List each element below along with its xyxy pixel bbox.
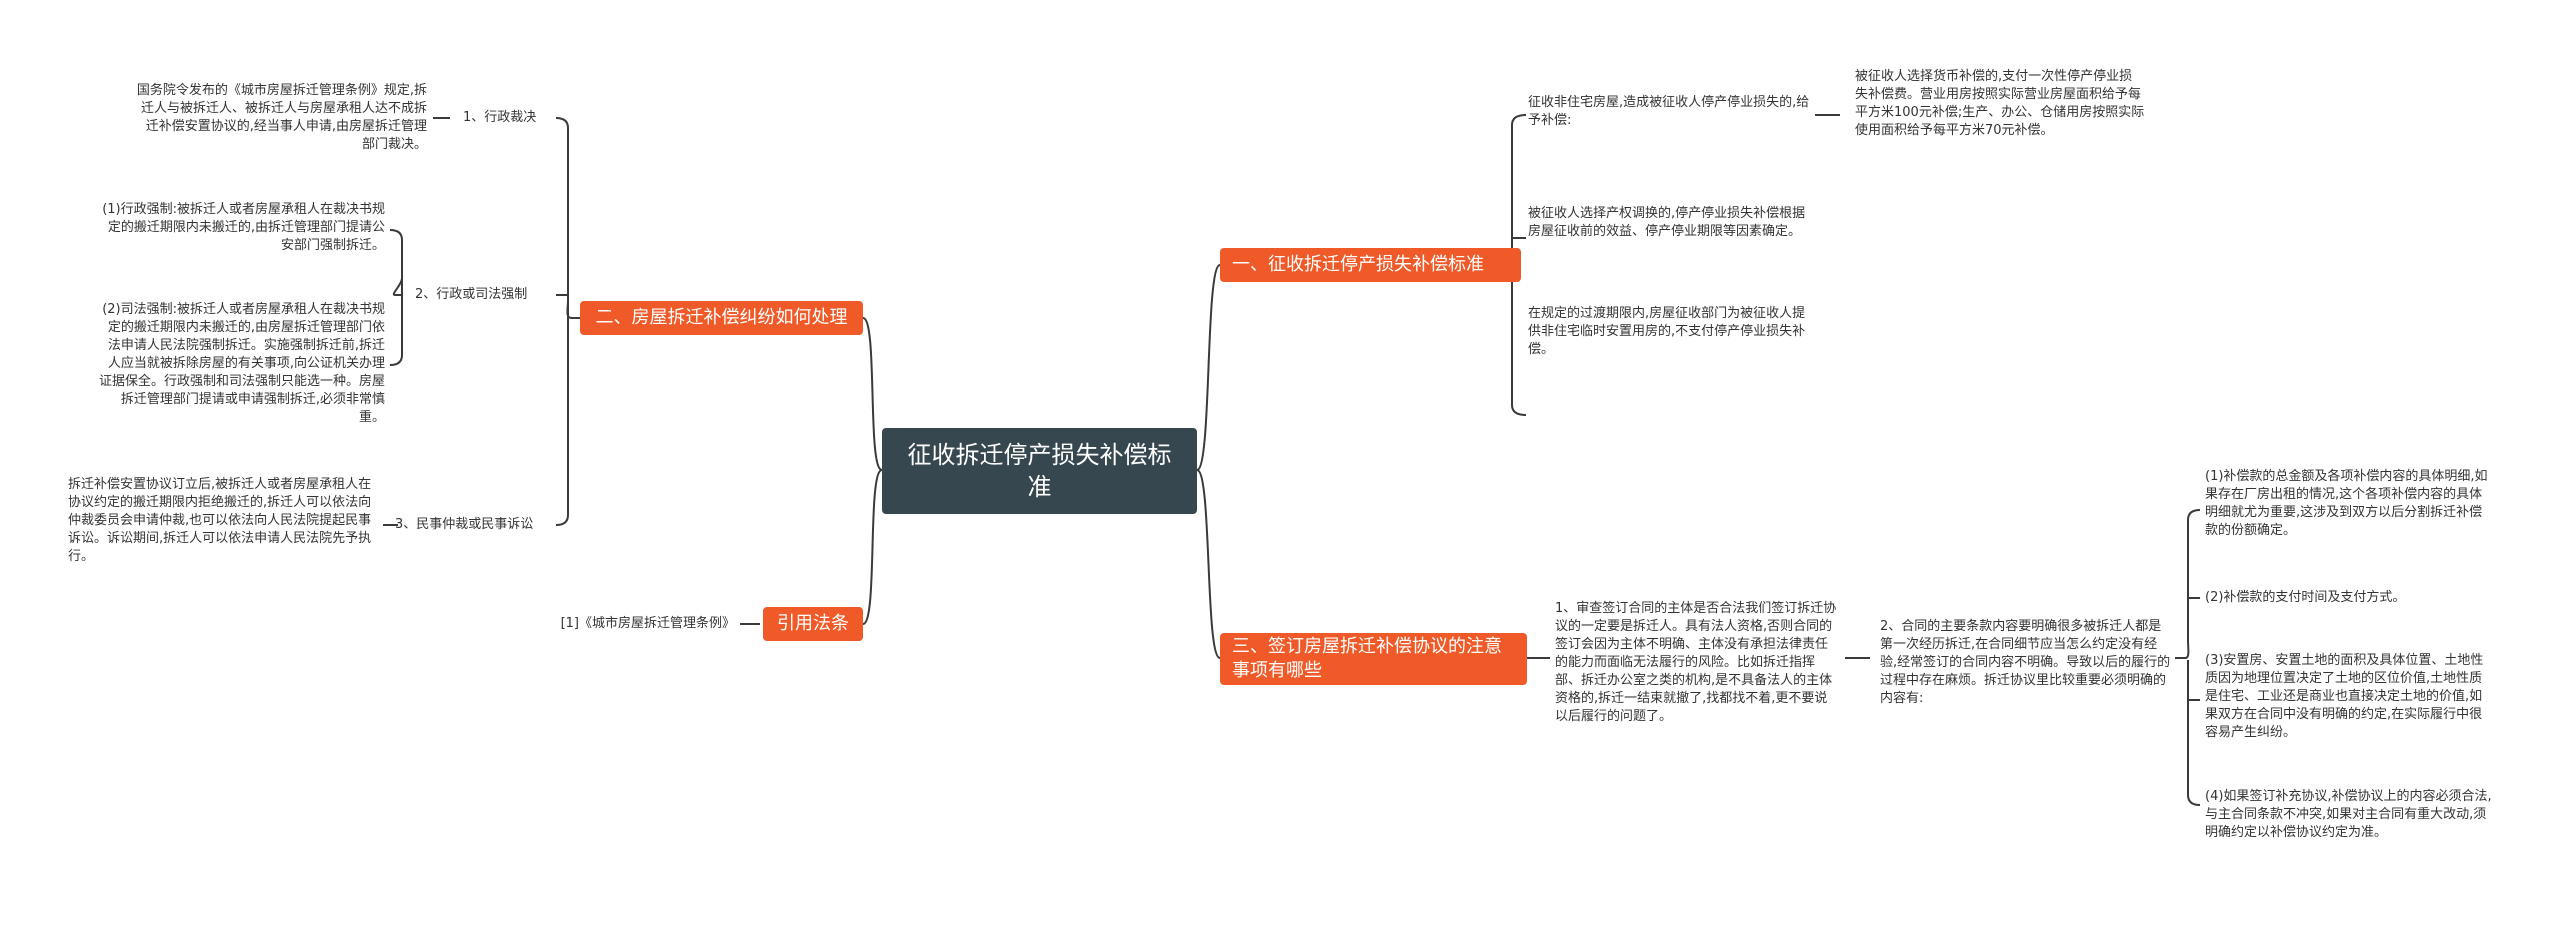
branch2-item-administrative-ruling: 1、行政裁决: [463, 110, 537, 125]
branch1-item-1-detail: 被征收人选择货币补偿的,支付一次性停产停业损失补偿费。营业用房按照实际营业房屋面…: [1855, 69, 2145, 138]
branch2-item-civil-litigation: 3、民事仲裁或民事诉讼: [395, 517, 534, 532]
branch3-item-2: 2、合同的主要条款内容要明确很多被拆迁人都是第一次经历拆迁,在合同细节应当怎么约…: [1880, 619, 2171, 706]
branch3-sub-3: (3)安置房、安置土地的面积及具体位置、土地性质因为地理位置决定了土地的区位价值…: [2205, 653, 2484, 740]
branch2-detail-ruling: 国务院令发布的《城市房屋拆迁管理条例》规定,拆迁人与被拆迁人、被拆迁人与房屋承租…: [136, 83, 427, 152]
branch2-detail-administrative-compulsion: (1)行政强制:被拆迁人或者房屋承租人在裁决书规定的搬迁期限内未搬迁的,由拆迁管…: [102, 202, 385, 253]
branch1-item-1: 征收非住宅房屋,造成被征收人停产停业损失的,给予补偿:: [1528, 95, 1810, 128]
bracket-branch2-item2: [389, 229, 403, 366]
branch2-detail-judicial-compulsion: (2)司法强制:被拆迁人或者房屋承租人在裁决书规定的搬迁期限内未搬迁的,由房屋拆…: [98, 302, 385, 425]
link-root-branch2: [862, 317, 883, 471]
link-root-branch3: [1196, 469, 1221, 659]
bracket-branch3-item2: [2175, 509, 2201, 806]
bracket-branch2: [555, 117, 580, 526]
root-topic[interactable]: 征收拆迁停产损失补偿标准: [882, 428, 1197, 514]
link-root-branch4: [862, 469, 883, 625]
branch2-item-compulsory-demolition: 2、行政或司法强制: [415, 287, 528, 302]
branch-dispute-handling[interactable]: 二、房屋拆迁补偿纠纷如何处理: [580, 301, 863, 335]
branch-cited-law[interactable]: 引用法条: [763, 607, 863, 641]
branch2-detail-litigation: 拆迁补偿安置协议订立后,被拆迁人或者房屋承租人在协议约定的搬迁期限内拒绝搬迁的,…: [68, 477, 372, 564]
branch1-item-2: 被征收人选择产权调换的,停产停业损失补偿根据房屋征收前的效益、停产停业期限等因素…: [1528, 206, 1806, 239]
branch3-sub-2: (2)补偿款的支付时间及支付方式。: [2205, 590, 2406, 605]
branch3-sub-1: (1)补偿款的总金额及各项补偿内容的具体明细,如果存在厂房出租的情况,这个各项补…: [2205, 469, 2488, 538]
link-root-branch1: [1196, 264, 1221, 471]
branch-compensation-standard[interactable]: 一、征收拆迁停产损失补偿标准: [1220, 248, 1521, 282]
branch4-item-regulation: [1]《城市房屋拆迁管理条例》: [560, 616, 735, 631]
branch1-item-3: 在规定的过渡期限内,房屋征收部门为被征收人提供非住宅临时安置用房的,不支付停产停…: [1528, 306, 1806, 357]
branch3-item-1: 1、审查签订合同的主体是否合法我们签订拆迁协议的一定要是拆迁人。具有法人资格,否…: [1555, 601, 1837, 724]
branch3-sub-4: (4)如果签订补充协议,补偿协议上的内容必须合法,与主合同条款不冲突,如果对主合…: [2205, 789, 2492, 840]
branch-agreement-notes[interactable]: 三、签订房屋拆迁补偿协议的注意事项有哪些: [1220, 633, 1527, 685]
